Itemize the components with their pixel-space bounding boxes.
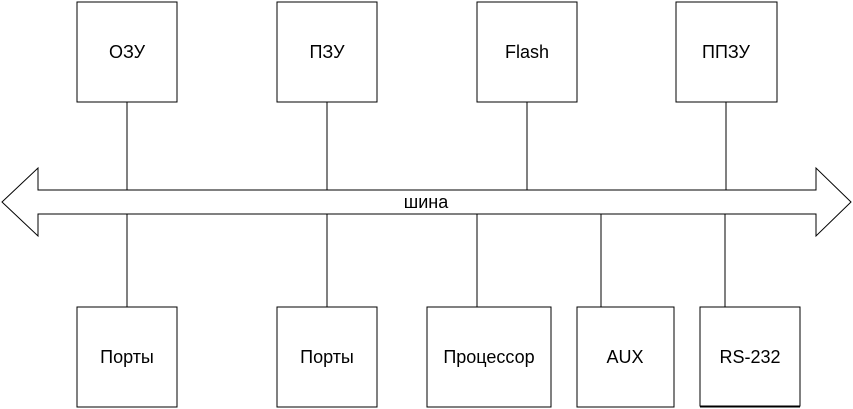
- block-aux: AUX: [576, 306, 675, 408]
- block-rs232: RS-232: [699, 306, 801, 408]
- bus-arrow: [1, 166, 852, 238]
- block-processor: Процессор: [426, 306, 552, 408]
- block-pzu-label: ПЗУ: [309, 42, 345, 62]
- block-aux-label: AUX: [606, 347, 643, 367]
- block-flash: Flash: [476, 1, 578, 103]
- block-ozu-label: ОЗУ: [109, 42, 146, 62]
- block-ozu: ОЗУ: [76, 1, 178, 103]
- block-ports-1-label: Порты: [100, 347, 154, 367]
- block-flash-label: Flash: [505, 42, 549, 62]
- block-ppzu: ППЗУ: [675, 1, 778, 103]
- block-ports-2-label: Порты: [300, 347, 354, 367]
- block-ports-1: Порты: [76, 306, 178, 408]
- block-processor-label: Процессор: [443, 347, 534, 367]
- block-pzu: ПЗУ: [276, 1, 378, 103]
- bus-label: шина: [404, 192, 449, 212]
- block-ppzu-label: ППЗУ: [702, 42, 751, 62]
- block-ports-2: Порты: [276, 306, 378, 408]
- block-rs232-label: RS-232: [719, 347, 780, 367]
